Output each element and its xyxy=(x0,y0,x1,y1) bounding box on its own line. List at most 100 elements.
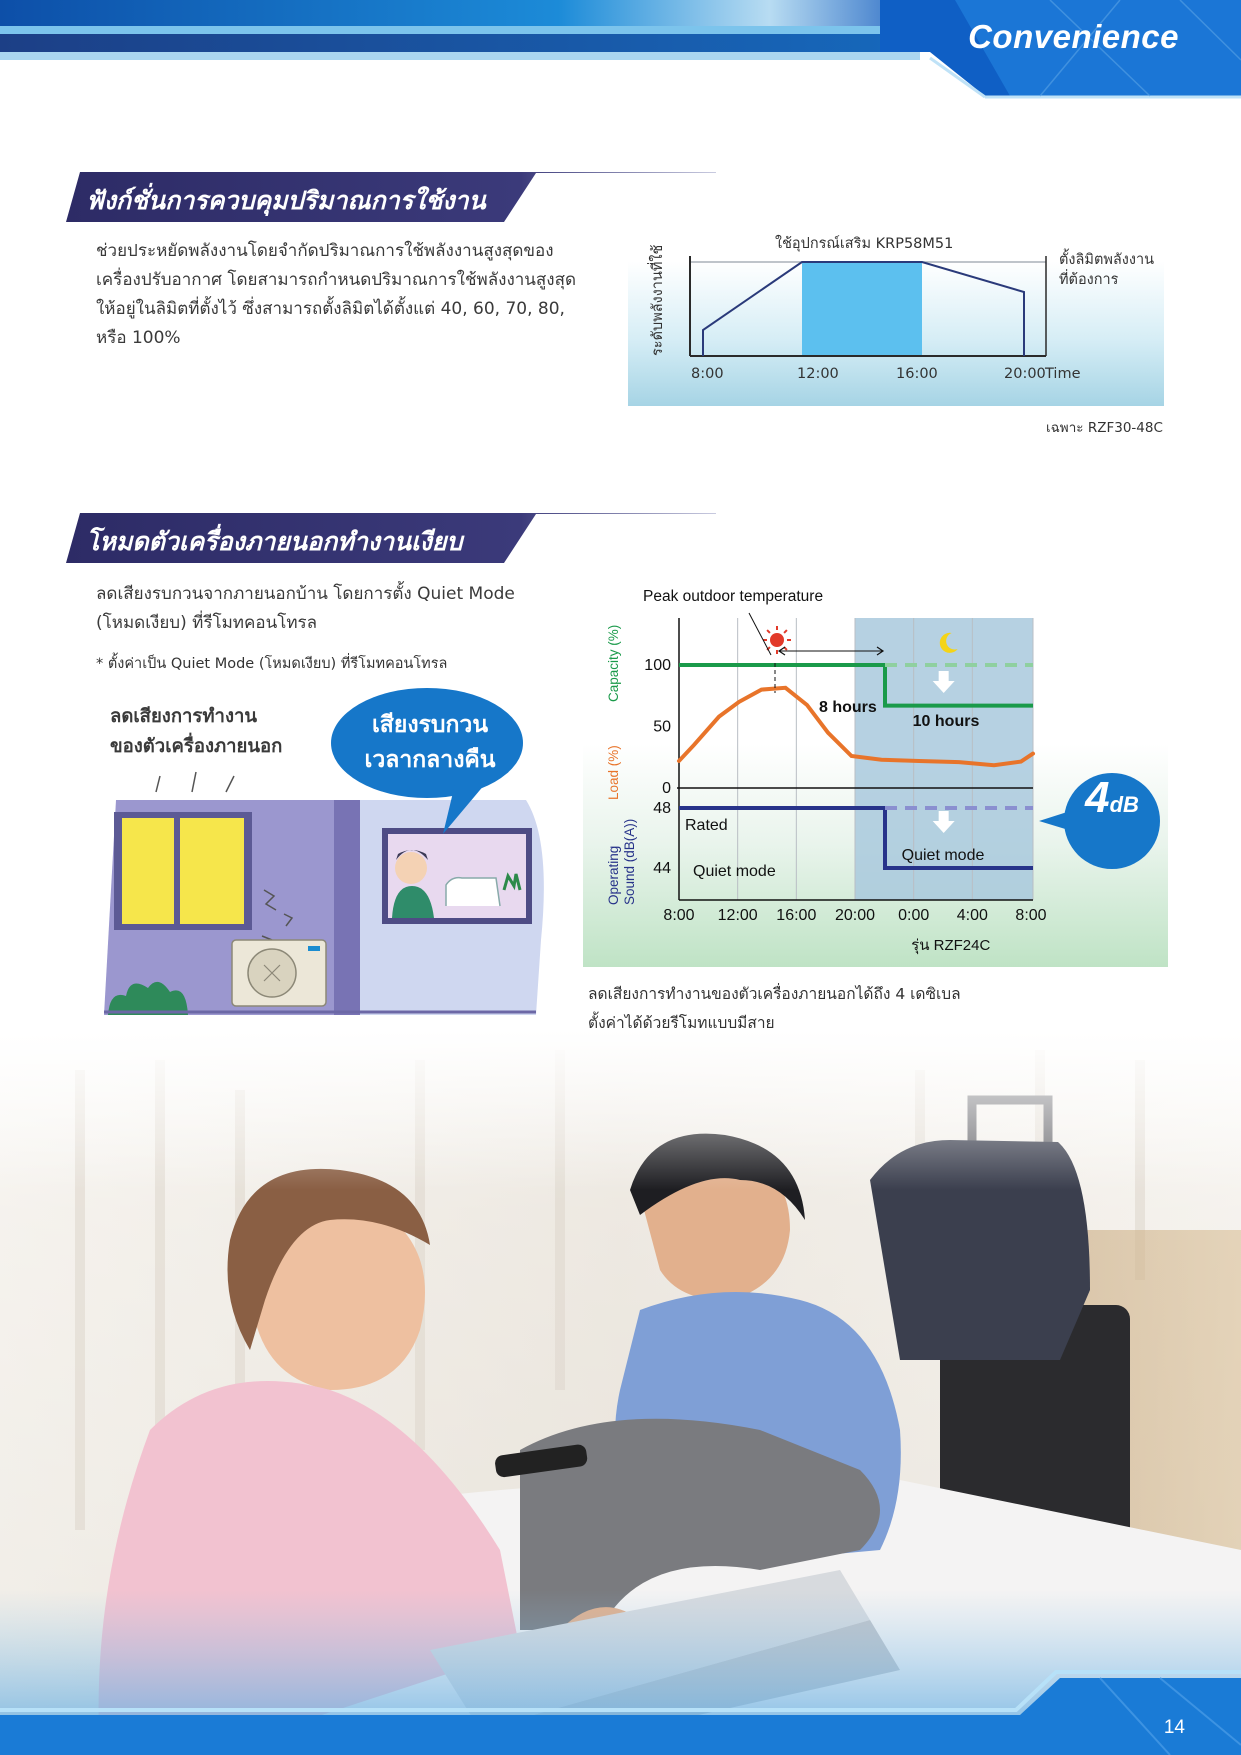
section1-heading-bar: ฟังก์ชั่นการควบคุมปริมาณการใช้งาน xyxy=(66,172,716,222)
page-number: 14 xyxy=(1163,1717,1185,1738)
scene-label-line: ของตัวเครื่องภายนอก xyxy=(110,736,283,757)
section2-footnote: * ตั้งค่าเป็น Quiet Mode (โหมดเงียบ) ที่… xyxy=(96,656,448,672)
power-limit-chart xyxy=(628,236,1164,406)
section2-heading: โหมดตัวเครื่องภายนอกทำงานเงียบ xyxy=(86,527,463,556)
bracket-arrow xyxy=(876,646,885,656)
eight-hours-label: 8 hours xyxy=(819,699,877,716)
section2-body-line: (โหมดเงียบ) ที่รีโมทคอนโทรล xyxy=(96,613,318,633)
capacity-tick-label: 50 xyxy=(653,719,671,736)
noise-lines xyxy=(155,771,235,793)
chart1-right-label-line: ที่ต้องการ xyxy=(1059,272,1119,288)
chart1-ylabel: ระดับพลังงานที่ใช้ xyxy=(650,244,666,356)
sound-axis-label-line: Sound (dB(A)) xyxy=(622,818,637,905)
x-tick-label: 0:00 xyxy=(898,907,929,924)
man-hair xyxy=(396,850,428,860)
chart1-tick: 8:00 xyxy=(691,366,724,382)
chart1-right-label: ตั้งลิมิตพลังงาน ที่ต้องการ xyxy=(1059,250,1154,290)
chart1-tick: 20:00 xyxy=(1004,366,1046,382)
bracket-arrow xyxy=(777,646,786,656)
section2-caption-line: ลดเสียงการทำงานของตัวเครื่องภายนอกได้ถึง… xyxy=(588,985,961,1003)
badge-unit: dB xyxy=(1109,792,1139,817)
peak-pointer xyxy=(748,612,772,656)
scene-label: ลดเสียงการทำงาน ของตัวเครื่องภายนอก xyxy=(110,702,282,762)
smartphone xyxy=(495,1444,588,1478)
sun-ray xyxy=(783,629,788,634)
down-arrow-icon xyxy=(932,811,955,833)
scene-label-line: ลดเสียงการทำงาน xyxy=(110,706,258,727)
quiet-mode-left-label: Quiet mode xyxy=(693,863,776,880)
man-trousers xyxy=(520,1418,880,1630)
man-face xyxy=(395,852,427,884)
section1-body-line: ช่วยประหยัดพลังงานโดยจำกัดปริมาณการใช้พล… xyxy=(96,241,554,261)
footer-banner xyxy=(0,1678,1241,1755)
capacity-tick-label: 100 xyxy=(644,657,671,674)
header-banner xyxy=(0,0,1241,99)
quiet-mode-right-label: Quiet mode xyxy=(902,847,985,864)
section1-body-line: เครื่องปรับอากาศ โดยสามารถกำหนดปริมาณการ… xyxy=(96,270,577,290)
section1-body: ช่วยประหยัดพลังงานโดยจำกัดปริมาณการใช้พล… xyxy=(96,237,576,353)
section-heading-shape xyxy=(66,172,716,222)
sound-axis-label-line: Operating xyxy=(606,845,621,905)
badge-circle xyxy=(1064,773,1160,869)
section1-body-line: ให้อยู่ในลิมิตที่ตั้งไว้ ซึ่งสามารถตั้งล… xyxy=(96,299,565,319)
lifestyle-photo xyxy=(0,1030,1241,1755)
chart1-tick: 12:00 xyxy=(797,366,839,382)
sound-tick-label: 48 xyxy=(653,800,671,817)
section2-heading-bar: โหมดตัวเครื่องภายนอกทำงานเงียบ xyxy=(66,513,716,563)
window-pane xyxy=(180,818,244,924)
x-tick-label: 4:00 xyxy=(957,907,988,924)
speech-bubble-line: เสียงรบกวน xyxy=(371,712,489,738)
woman-hair xyxy=(227,1168,430,1350)
down-arrow-icon xyxy=(932,671,955,693)
sound-line xyxy=(679,806,1033,870)
window-pane xyxy=(122,818,174,924)
sound-axis-label: Operating Sound (dB(A)) xyxy=(606,819,638,905)
section-heading-shape xyxy=(66,513,716,563)
chart1-top-label: ใช้อุปกรณ์เสริม KRP58M51 xyxy=(775,236,954,252)
chart1-right-label-line: ตั้งลิมิตพลังงาน xyxy=(1059,252,1155,268)
ten-hours-label: 10 hours xyxy=(913,713,980,730)
power-curve xyxy=(702,261,1025,356)
speech-bubble-text: เสียงรบกวน เวลากลางคืน xyxy=(345,708,515,778)
chart2-title: Peak outdoor temperature xyxy=(643,588,824,605)
bed xyxy=(445,876,501,907)
x-tick-label: 8:00 xyxy=(663,907,694,924)
scene-svg xyxy=(104,771,544,1015)
man-shirt xyxy=(392,886,434,918)
power-limit-chart-svg xyxy=(689,256,1047,357)
plant xyxy=(502,872,522,891)
moon-icon xyxy=(939,632,958,653)
load-curve xyxy=(677,685,1035,768)
x-tick-label: 12:00 xyxy=(718,907,758,924)
section2-caption: ลดเสียงการทำงานของตัวเครื่องภายนอกได้ถึง… xyxy=(588,980,961,1038)
capacity-line xyxy=(679,663,1033,708)
sun-icon xyxy=(770,633,784,647)
x-tick-label: 8:00 xyxy=(1015,907,1046,924)
badge-4db: 4dB xyxy=(1064,773,1160,823)
capacity-axis-label: Capacity (%) xyxy=(606,624,621,702)
badge-value: 4 xyxy=(1085,773,1110,822)
page-header: Convenience xyxy=(0,0,1241,100)
chart1-note: เฉพาะ RZF30-48C xyxy=(1046,420,1163,436)
sun-ray xyxy=(766,629,771,634)
x-tick-label: 20:00 xyxy=(835,907,875,924)
load-axis-label: Load (%) xyxy=(606,745,621,800)
limit-highlight xyxy=(802,262,922,356)
outdoor-unit-illustration xyxy=(96,700,556,1020)
wall-pillar xyxy=(334,800,360,1015)
header-title: Convenience xyxy=(968,18,1179,55)
sound-tick-label: 44 xyxy=(653,860,671,877)
jacket xyxy=(870,1140,1090,1360)
section2-body: ลดเสียงรบกวนจากภายนอกบ้าน โดยการตั้ง Qui… xyxy=(96,580,576,638)
section2-body-line: ลดเสียงรบกวนจากภายนอกบ้าน โดยการตั้ง Qui… xyxy=(96,584,515,604)
photo-svg xyxy=(0,1030,1241,1755)
bush xyxy=(108,981,188,1015)
model-label: รุ่น RZF24C xyxy=(911,937,990,955)
rated-label: Rated xyxy=(685,817,728,834)
speech-bubble-line: เวลากลางคืน xyxy=(364,747,496,773)
chart1-xlabel: Time xyxy=(1045,366,1081,382)
section1-heading: ฟังก์ชั่นการควบคุมปริมาณการใช้งาน xyxy=(86,186,486,215)
chart1-tick: 16:00 xyxy=(896,366,938,382)
